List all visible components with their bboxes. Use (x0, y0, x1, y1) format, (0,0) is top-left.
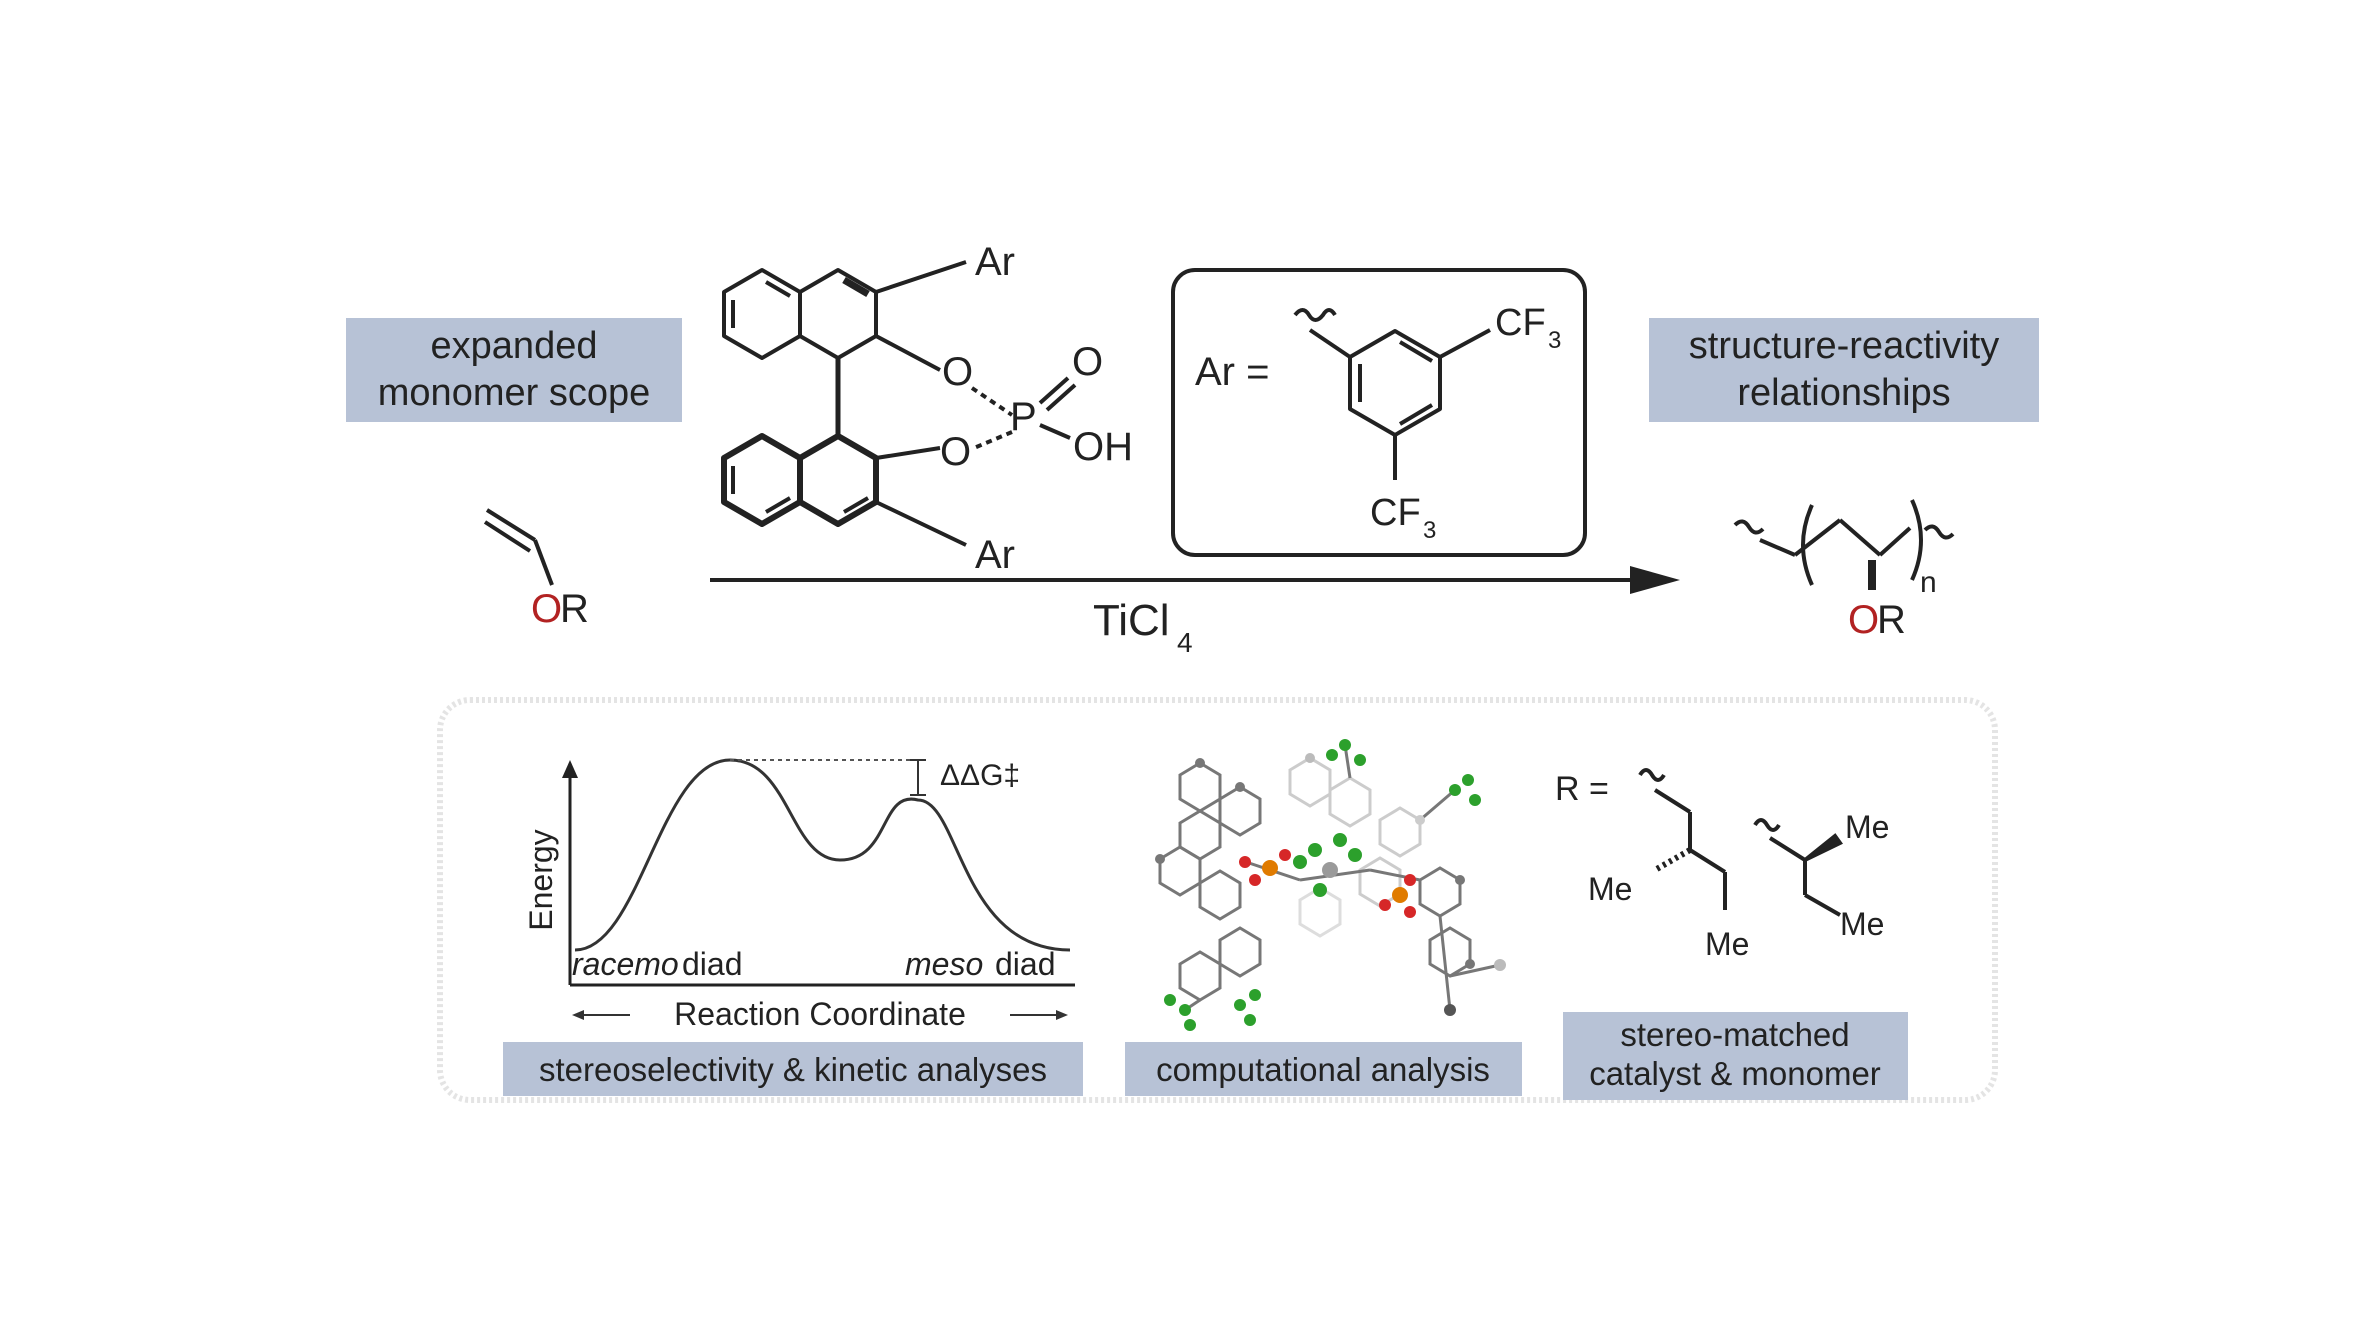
analysis-panel (437, 697, 1998, 1103)
me-label-4: Me (1840, 906, 1884, 942)
reaction-coordinate-label: Reaction Coordinate (674, 996, 966, 1032)
reagent-subscript: 4 (1177, 627, 1193, 658)
me-label-1: Me (1588, 871, 1632, 907)
svg-text:3: 3 (1423, 517, 1436, 544)
svg-text:O: O (940, 430, 971, 474)
r-equals-label: R = (1555, 770, 1609, 808)
racemo-diad-label: diad (682, 946, 743, 982)
reagent-label: TiCl (1093, 596, 1170, 645)
computational-structure-model (1155, 739, 1506, 1031)
svg-text:O: O (942, 350, 973, 394)
svg-text:Ar =: Ar = (1195, 350, 1269, 394)
monomer-oxygen: O (531, 587, 562, 631)
structure-reactivity-label: structure-reactivity relationships (1649, 318, 2039, 422)
expanded-monomer-scope-label: expanded monomer scope (346, 318, 682, 422)
stereoselectivity-label: stereoselectivity & kinetic analyses (503, 1042, 1083, 1096)
svg-text:O: O (1072, 340, 1103, 384)
svg-text:Ar: Ar (975, 533, 1015, 577)
me-label-3: Me (1845, 809, 1889, 845)
svg-text:CF: CF (1370, 492, 1421, 534)
energy-axis-label: Energy (523, 829, 559, 930)
racemo-label: racemo (572, 946, 679, 982)
svg-text:Ar: Ar (975, 240, 1015, 284)
svg-text:structure-reactivity: structure-reactivity (1689, 325, 1999, 367)
chiral-phosphoric-acid-structure: Ar O P O OH O Ar (721, 240, 1133, 577)
svg-text:computational analysis: computational analysis (1156, 1051, 1490, 1088)
polymer-r-group: R (1877, 598, 1906, 642)
reaction-arrow (710, 566, 1680, 594)
svg-text:catalyst & monomer: catalyst & monomer (1589, 1055, 1881, 1092)
svg-text:CF: CF (1495, 302, 1546, 344)
meso-diad-label: diad (995, 946, 1056, 982)
svg-text:OH: OH (1073, 425, 1133, 469)
me-label-2: Me (1705, 926, 1749, 962)
svg-text:relationships: relationships (1737, 372, 1950, 414)
polymer-repeat-n: n (1920, 566, 1937, 599)
svg-text:monomer scope: monomer scope (378, 372, 650, 414)
stereo-matched-label: stereo-matched catalyst & monomer (1563, 1012, 1908, 1100)
r-group-structures: R = Me Me Me Me (1555, 768, 1889, 962)
meso-label: meso (905, 946, 983, 982)
polymer-product: O R n (1733, 499, 1955, 642)
svg-text:3: 3 (1548, 327, 1561, 354)
svg-text:stereo-matched: stereo-matched (1620, 1016, 1849, 1053)
computational-analysis-label: computational analysis (1125, 1042, 1522, 1096)
polymer-oxygen: O (1848, 598, 1879, 642)
aryl-group-definition: Ar = CF 3 CF 3 (1171, 268, 1587, 557)
svg-text:stereoselectivity & kinetic an: stereoselectivity & kinetic analyses (539, 1051, 1047, 1088)
svg-text:P: P (1010, 395, 1037, 439)
monomer-r-group: R (560, 587, 589, 631)
ddg-label: ΔΔG‡ (940, 759, 1020, 792)
vinyl-ether-monomer: O R (483, 508, 589, 631)
svg-text:expanded: expanded (431, 325, 598, 367)
energy-diagram: ΔΔG‡ Energy racemo diad meso diad Reacti… (523, 758, 1075, 1032)
